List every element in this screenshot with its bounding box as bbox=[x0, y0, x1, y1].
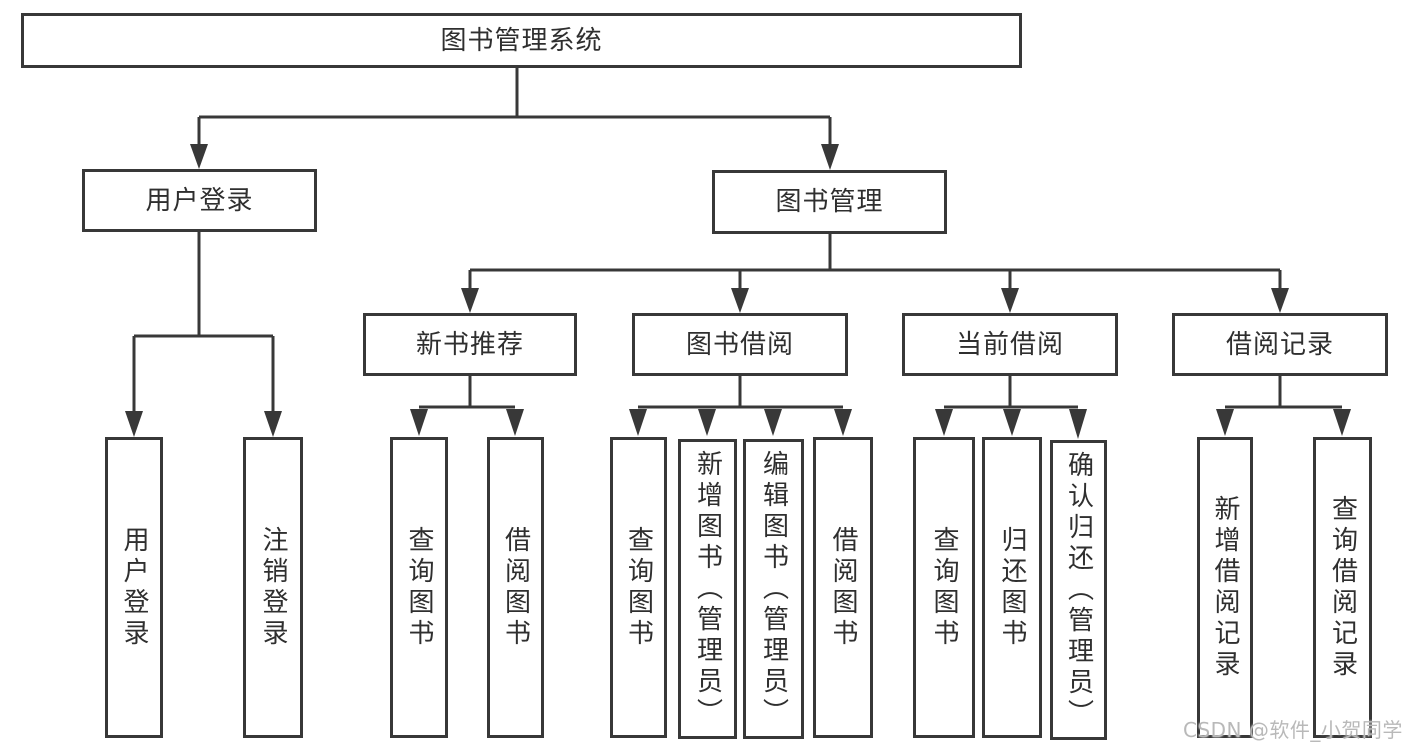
leaf-borrow-books-2: 借阅图书 bbox=[813, 437, 873, 738]
leaf-query-borrow-record: 查询借阅记录 bbox=[1313, 437, 1372, 738]
node-new-book-recommend: 新书推荐 bbox=[363, 313, 577, 376]
arrow-down-icon bbox=[935, 409, 953, 436]
connector-borrowing-records bbox=[1225, 376, 1342, 409]
node-user-login-label: 用户登录 bbox=[145, 185, 254, 216]
arrow-down-icon bbox=[125, 411, 143, 437]
node-book-borrowing-label: 图书借阅 bbox=[685, 329, 794, 360]
node-borrowing-records: 借阅记录 bbox=[1172, 313, 1388, 376]
csdn-watermark: CSDN @软件_小贺同学 bbox=[1183, 718, 1403, 742]
connector-book-management bbox=[468, 234, 1282, 290]
leaf-user-login: 用户登录 bbox=[105, 437, 163, 738]
connector-current-borrowing bbox=[944, 376, 1078, 409]
arrow-down-icon bbox=[264, 411, 282, 437]
node-current-borrowing: 当前借阅 bbox=[902, 313, 1118, 376]
leaf-user-login-label: 用户登录 bbox=[119, 525, 149, 650]
node-borrowing-records-label: 借阅记录 bbox=[1225, 329, 1334, 360]
node-book-management-label: 图书管理 bbox=[775, 187, 884, 217]
arrow-down-icon bbox=[834, 409, 852, 436]
leaf-add-book-admin-label: 新增图书（管理员） bbox=[692, 449, 723, 729]
leaf-logout: 注销登录 bbox=[243, 437, 303, 738]
connector-book-borrowing bbox=[638, 376, 843, 409]
leaf-borrow-books-1: 借阅图书 bbox=[487, 437, 544, 738]
node-root-label: 图书管理系统 bbox=[440, 25, 603, 56]
arrow-down-icon bbox=[698, 409, 716, 436]
arrow-down-icon bbox=[1003, 409, 1021, 436]
connector-user-login bbox=[132, 232, 275, 413]
leaf-return-book: 归还图书 bbox=[982, 437, 1042, 738]
arrow-down-icon bbox=[1216, 409, 1234, 436]
node-current-borrowing-label: 当前借阅 bbox=[955, 329, 1064, 360]
arrow-down-icon bbox=[506, 409, 524, 436]
leaf-query-books-3-label: 查询图书 bbox=[929, 525, 959, 650]
leaf-edit-book-admin-label: 编辑图书（管理员） bbox=[758, 449, 789, 729]
leaf-add-borrow-record-label: 新增借阅记录 bbox=[1210, 494, 1240, 681]
arrow-down-icon bbox=[1001, 288, 1019, 313]
arrow-down-icon bbox=[461, 288, 479, 313]
connector-new-book-recommend bbox=[419, 376, 515, 409]
connector-root bbox=[197, 68, 832, 146]
arrow-down-icon bbox=[764, 409, 782, 436]
arrow-down-icon bbox=[1069, 409, 1087, 439]
leaf-confirm-return-admin-label: 确认归还（管理员） bbox=[1063, 450, 1094, 730]
arrow-down-icon bbox=[1333, 409, 1351, 436]
leaf-add-borrow-record: 新增借阅记录 bbox=[1197, 437, 1253, 738]
leaf-edit-book-admin: 编辑图书（管理员） bbox=[743, 439, 804, 739]
leaf-query-borrow-record-label: 查询借阅记录 bbox=[1327, 494, 1358, 681]
node-user-login: 用户登录 bbox=[82, 169, 317, 232]
node-root: 图书管理系统 bbox=[21, 13, 1022, 68]
node-book-borrowing: 图书借阅 bbox=[632, 313, 848, 376]
arrowheads bbox=[125, 144, 1351, 439]
leaf-borrow-books-2-label: 借阅图书 bbox=[828, 525, 858, 650]
arrow-down-icon bbox=[821, 144, 839, 170]
arrow-down-icon bbox=[1271, 288, 1289, 313]
arrow-down-icon bbox=[410, 409, 428, 436]
leaf-return-book-label: 归还图书 bbox=[997, 525, 1027, 650]
leaf-logout-label: 注销登录 bbox=[258, 525, 288, 650]
node-book-management: 图书管理 bbox=[712, 170, 947, 234]
leaf-query-books-1: 查询图书 bbox=[390, 437, 448, 738]
leaf-query-books-2-label: 查询图书 bbox=[623, 525, 654, 650]
leaf-confirm-return-admin: 确认归还（管理员） bbox=[1050, 440, 1107, 740]
leaf-add-book-admin: 新增图书（管理员） bbox=[678, 439, 737, 739]
leaf-query-books-3: 查询图书 bbox=[913, 437, 975, 738]
node-new-book-recommend-label: 新书推荐 bbox=[415, 329, 524, 360]
arrow-down-icon bbox=[190, 144, 208, 169]
arrow-down-icon bbox=[629, 409, 647, 436]
leaf-query-books-1-label: 查询图书 bbox=[404, 525, 434, 650]
arrow-down-icon bbox=[731, 288, 749, 313]
leaf-query-books-2: 查询图书 bbox=[610, 437, 667, 738]
leaf-borrow-books-1-label: 借阅图书 bbox=[500, 525, 531, 650]
